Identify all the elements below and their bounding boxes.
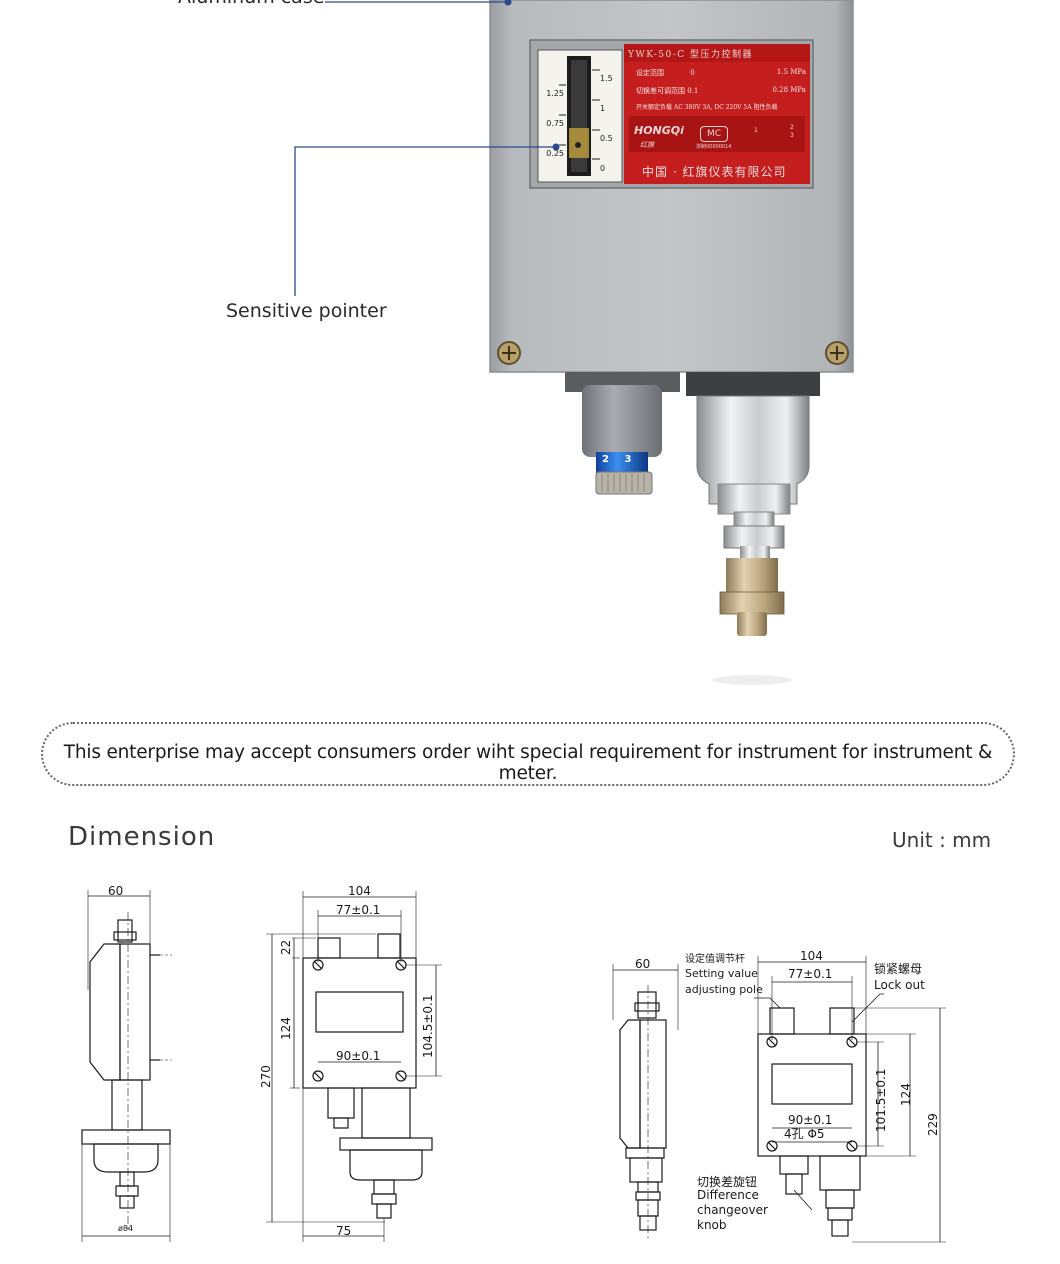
mc-number: 浙制00000014 bbox=[696, 144, 732, 150]
controller-illustration bbox=[294, 0, 854, 685]
d3-setting-pole-en-1: Setting value bbox=[685, 967, 758, 980]
contact-2: 2 bbox=[790, 124, 794, 131]
contact-3: 3 bbox=[790, 132, 794, 139]
mc-mark: MC bbox=[700, 126, 728, 142]
d3-holes-vertical: 101.5±0.1 bbox=[874, 1069, 888, 1133]
aluminum-case-label: Aluminum case bbox=[178, 0, 324, 8]
blue-dial-ring bbox=[596, 452, 648, 474]
range-label: 设定范围 bbox=[636, 69, 664, 77]
scale-tick: 0.5 bbox=[600, 134, 613, 143]
scale-tick: 1 bbox=[600, 104, 606, 113]
nameplate-maker: 中国 · 红旗仪表有限公司 bbox=[642, 165, 787, 179]
nameplate-brand-cn: 红旗 bbox=[640, 141, 654, 149]
d3-height-body: 124 bbox=[899, 1083, 913, 1106]
d2-height-body: 124 bbox=[279, 1017, 293, 1040]
dimension-heading: Dimension bbox=[68, 822, 216, 852]
scale-tick: 1.5 bbox=[600, 74, 613, 83]
d3-diff-knob-en-3: knob bbox=[697, 1218, 727, 1232]
d2-width-overall: 104 bbox=[348, 884, 371, 898]
contact-1: 1 bbox=[754, 127, 758, 134]
d2-height-total: 270 bbox=[259, 1065, 273, 1088]
d3-side-width: 60 bbox=[635, 957, 650, 971]
d3-lockout-cn: 锁紧螺母 bbox=[874, 961, 922, 976]
case-screw-right bbox=[825, 341, 849, 365]
unit-label: Unit : mm bbox=[892, 828, 992, 852]
d2-height-top: 22 bbox=[279, 940, 293, 955]
product-photo: Aluminum case Sensitive pointer 1.25 0.7… bbox=[178, 0, 854, 685]
d3-holes-spec: 4孔 Φ5 bbox=[784, 1127, 825, 1141]
d1-width-top: 60 bbox=[108, 884, 123, 898]
nameplate-rating: 开关额定负载 AC 380V 3A, DC 220V 5A 阻性负载 bbox=[636, 104, 778, 111]
contact-diagram: 1 2 3 bbox=[754, 124, 802, 148]
d3-diff-knob-en-1: Difference bbox=[697, 1188, 759, 1202]
scale-tick: 0 bbox=[600, 164, 606, 173]
nameplate-range-row: 设定范围 0 1.5 MPa bbox=[636, 68, 806, 78]
d1-base: ø84 bbox=[118, 1224, 133, 1233]
special-order-note: This enterprise may accept consumers ord… bbox=[41, 722, 1015, 786]
d3-width-overall: 104 bbox=[800, 949, 823, 963]
d2-base-offset: 75 bbox=[336, 1224, 351, 1238]
case-screw-left bbox=[497, 341, 521, 365]
d3-height-total: 229 bbox=[926, 1113, 940, 1136]
nameplate-diff-row: 切换差可调范围 0.1 0.28 MPa bbox=[636, 86, 806, 96]
dimension-drawings: 60 ø84 104 77±0.1 22 124 270 104.5±0.1 9… bbox=[81, 884, 946, 1243]
drawing-variant-front bbox=[754, 956, 946, 1243]
d3-setting-pole-cn: 设定值调节杆 bbox=[685, 952, 745, 965]
d2-holes-vertical: 104.5±0.1 bbox=[421, 995, 435, 1059]
d3-diff-knob-en-2: changeover bbox=[697, 1203, 768, 1217]
nameplate bbox=[624, 44, 810, 184]
nameplate-brand: HONGQi bbox=[634, 124, 684, 137]
d3-diff-knob-cn: 切换差旋钮 bbox=[697, 1174, 757, 1189]
scale-tick: 1.25 bbox=[546, 89, 564, 98]
drawing-front-view bbox=[266, 891, 442, 1242]
special-order-note-text: This enterprise may accept consumers ord… bbox=[63, 742, 993, 784]
d2-width-holes: 77±0.1 bbox=[336, 903, 380, 917]
scale-right-ticks: 1.5 1 0.5 0 bbox=[600, 64, 620, 184]
diff-value: 0.28 MPa bbox=[772, 86, 806, 94]
nameplate-model: YWK-50-C 型压力控制器 bbox=[628, 50, 754, 60]
sensitive-pointer-label: Sensitive pointer bbox=[226, 300, 387, 322]
knob-numbers: 2 3 bbox=[602, 454, 638, 465]
scale-tick: 0.25 bbox=[546, 149, 564, 158]
diff-label: 切换差可调范围 0.1 bbox=[636, 87, 699, 95]
d3-width-holes: 77±0.1 bbox=[788, 967, 832, 981]
drawing-variant-side bbox=[612, 964, 679, 1240]
d3-setting-pole-en-2: adjusting pole bbox=[685, 983, 763, 996]
d3-holes-bottom: 90±0.1 bbox=[788, 1113, 832, 1127]
range-to: 1.5 MPa bbox=[776, 68, 806, 76]
range-from: 0 bbox=[690, 69, 695, 77]
d2-holes-bottom: 90±0.1 bbox=[336, 1049, 380, 1063]
drawing-side-view bbox=[81, 890, 172, 1242]
scale-tick: 0.75 bbox=[546, 119, 564, 128]
scale-left-ticks: 1.25 0.75 0.25 bbox=[540, 79, 564, 169]
d3-lockout-en: Lock out bbox=[874, 978, 925, 992]
